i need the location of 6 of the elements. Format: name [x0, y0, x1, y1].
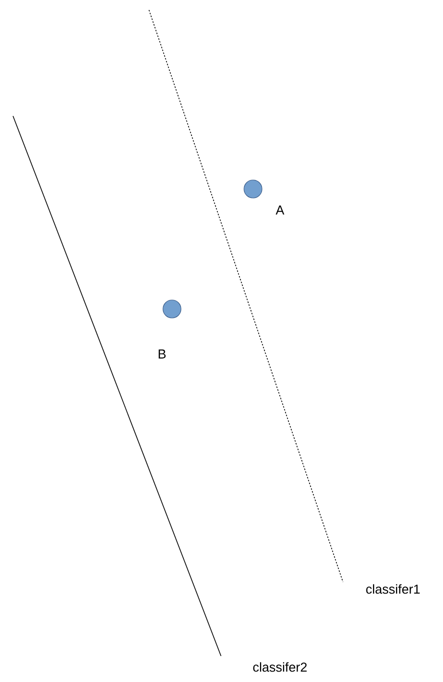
point-label: B: [158, 350, 166, 358]
data-point: [162, 300, 182, 318]
data-point: [244, 180, 262, 198]
classifier-label: classifer2: [253, 662, 307, 672]
point-label: A: [276, 206, 284, 214]
classifier-label: classifer1: [366, 584, 420, 594]
